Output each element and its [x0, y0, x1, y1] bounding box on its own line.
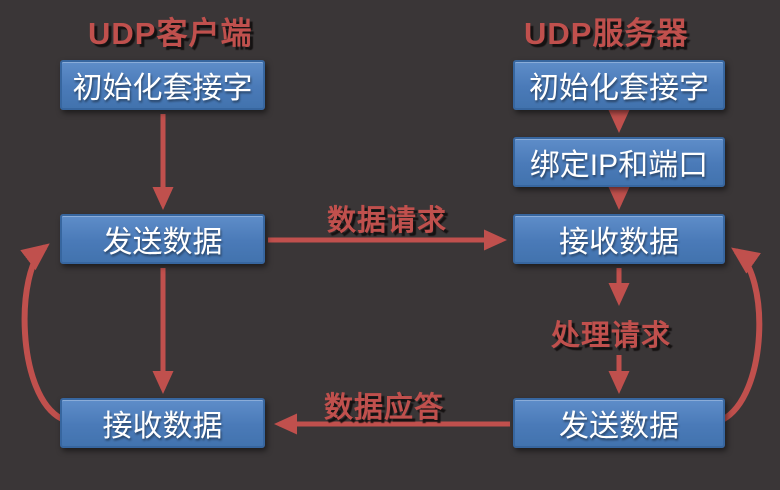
server-init-socket-box: 初始化套接字: [513, 60, 725, 110]
server-bind-ip-port-box: 绑定IP和端口: [513, 137, 725, 187]
client-column-title: UDP客户端: [88, 16, 253, 51]
server-send-data-box: 发送数据: [513, 398, 725, 448]
data-response-label: 数据应答: [324, 392, 445, 424]
client-receive-data-box: 接收数据: [60, 398, 265, 448]
client-init-socket-box: 初始化套接字: [60, 60, 265, 110]
server-loop-arrow: [720, 247, 763, 423]
process-request-label: 处理请求: [551, 320, 672, 352]
data-request-label: 数据请求: [327, 205, 448, 237]
client-send-data-box: 发送数据: [60, 214, 265, 264]
client-loop-arrow: [20, 243, 64, 422]
server-receive-data-box: 接收数据: [513, 214, 725, 264]
server-column-title: UDP服务器: [524, 16, 689, 51]
